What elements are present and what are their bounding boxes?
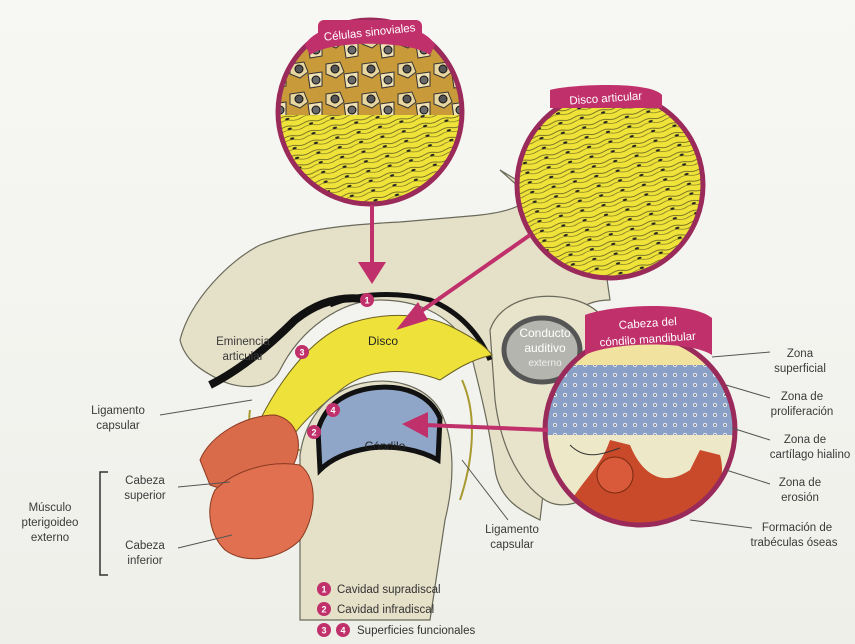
label-zona-proliferacion-1: Zona de bbox=[781, 391, 823, 403]
label-cabeza-inferior-1: Cabeza bbox=[125, 540, 165, 552]
label-ligamento-left-1: Ligamento bbox=[91, 405, 145, 417]
label-ligamento-bottom-1: Ligamento bbox=[485, 524, 539, 536]
label-condilo: Cóndilo bbox=[365, 439, 406, 453]
label-conducto-1: Conducto bbox=[519, 326, 571, 340]
label-conducto-2: auditivo bbox=[524, 341, 566, 355]
label-cabeza-superior-1: Cabeza bbox=[125, 475, 165, 487]
label-zona-cartilago-2: cartílago hialino bbox=[770, 449, 851, 461]
label-cabeza-inferior-2: inferior bbox=[127, 555, 162, 567]
label-zona-erosion-2: erosión bbox=[781, 492, 819, 504]
label-musculo-2: pterigoideo bbox=[22, 517, 79, 529]
svg-text:1: 1 bbox=[321, 585, 326, 595]
marker-2: 2 bbox=[307, 425, 321, 439]
svg-text:4: 4 bbox=[340, 626, 345, 636]
label-zona-erosion-1: Zona de bbox=[779, 477, 821, 489]
label-zona-superficial-1: Zona bbox=[787, 348, 814, 360]
muscle-bracket bbox=[100, 472, 108, 575]
inset-synovial-cells bbox=[270, 20, 470, 215]
label-disco: Disco bbox=[368, 334, 398, 348]
legend-item-3: 3 4 Superficies funcionales bbox=[317, 623, 476, 637]
label-musculo-1: Músculo bbox=[29, 502, 72, 514]
svg-text:3: 3 bbox=[321, 626, 326, 636]
label-eminencia-1: Eminencia bbox=[216, 336, 270, 348]
label-cabeza-superior-2: superior bbox=[124, 490, 166, 502]
svg-text:2: 2 bbox=[311, 428, 316, 438]
svg-text:4: 4 bbox=[330, 406, 335, 416]
label-eminencia-2: articular bbox=[223, 351, 264, 363]
label-zona-cartilago-1: Zona de bbox=[784, 434, 826, 446]
label-ligamento-left-2: capsular bbox=[96, 420, 140, 432]
label-ligamento-bottom-2: capsular bbox=[490, 539, 534, 551]
svg-text:2: 2 bbox=[321, 605, 326, 615]
label-formacion-2: trabéculas óseas bbox=[751, 537, 838, 549]
legend: 1 Cavidad supradiscal 2 Cavidad infradis… bbox=[317, 582, 476, 637]
svg-text:1: 1 bbox=[364, 296, 369, 306]
marker-3: 3 bbox=[295, 345, 309, 359]
legend-text-3: Superficies funcionales bbox=[357, 625, 476, 637]
legend-text-1: Cavidad supradiscal bbox=[337, 584, 441, 596]
marker-1: 1 bbox=[360, 293, 374, 307]
label-zona-proliferacion-2: proliferación bbox=[771, 406, 834, 418]
label-zona-superficial-2: superficial bbox=[774, 363, 826, 375]
label-conducto-3: externo bbox=[528, 358, 562, 369]
svg-text:3: 3 bbox=[299, 348, 304, 358]
legend-text-2: Cavidad infradiscal bbox=[337, 604, 434, 616]
label-formacion-1: Formación de bbox=[762, 522, 832, 534]
marker-4: 4 bbox=[326, 403, 340, 417]
label-musculo-3: externo bbox=[31, 532, 69, 544]
